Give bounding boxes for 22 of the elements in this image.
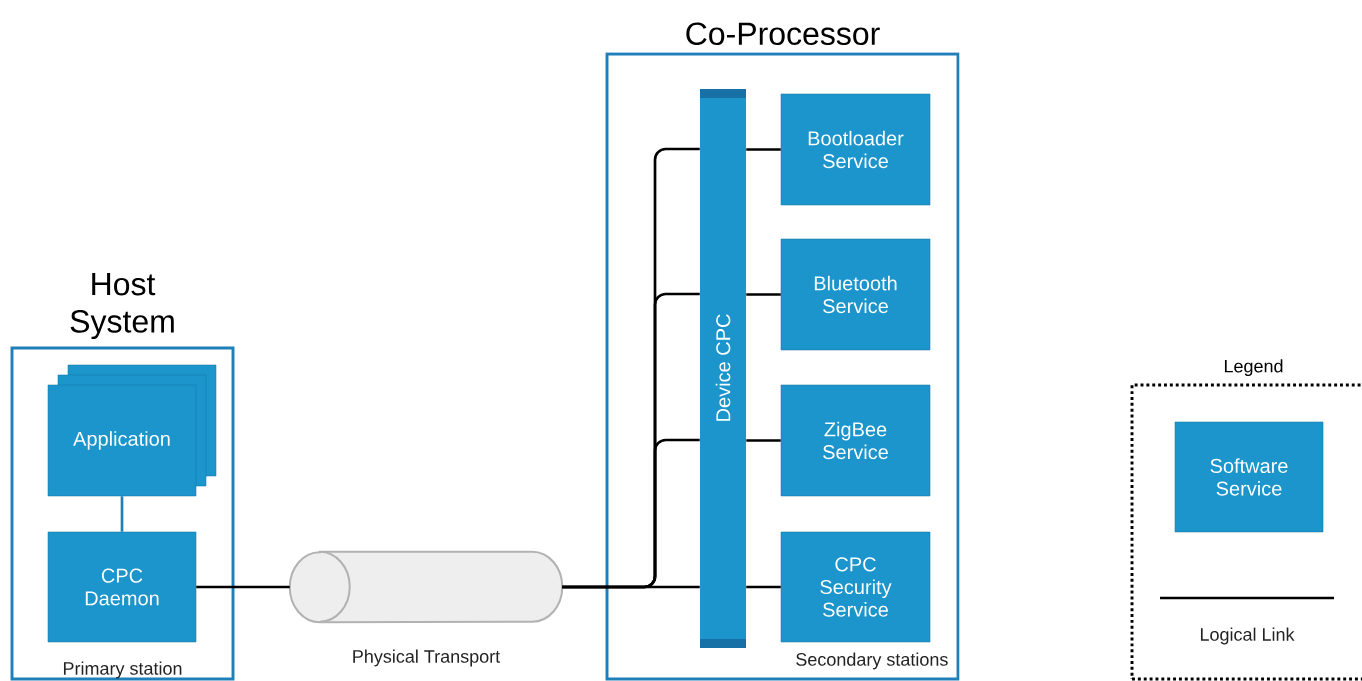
connector-line bbox=[746, 585, 781, 589]
service-box: CPC Security Service bbox=[780, 531, 931, 643]
service-box: Bootloader Service bbox=[780, 93, 931, 206]
group-heading: Host System bbox=[70, 273, 174, 340]
connector-line bbox=[746, 293, 781, 296]
vertical-bar: Device CPC bbox=[700, 89, 746, 648]
stacked-boxes: Application bbox=[47, 364, 217, 497]
group-heading: Co-Processor bbox=[686, 22, 880, 46]
connector-line bbox=[562, 585, 700, 589]
service-box: Software Service bbox=[1174, 421, 1324, 533]
connector-line bbox=[746, 439, 781, 442]
service-box: Bluetooth Service bbox=[780, 238, 931, 351]
connector-line bbox=[746, 148, 781, 151]
group-caption: Secondary stations bbox=[796, 652, 948, 670]
legend-label: Logical Link bbox=[1200, 627, 1295, 645]
group-caption: Primary station bbox=[64, 661, 182, 679]
connector-line bbox=[120, 496, 124, 532]
group-heading: Legend bbox=[1224, 359, 1283, 377]
service-box: CPC Daemon bbox=[47, 531, 197, 643]
connector-line bbox=[196, 585, 290, 589]
cylinder-caption: Physical Transport bbox=[353, 649, 501, 667]
service-box: ZigBee Service bbox=[780, 384, 931, 497]
